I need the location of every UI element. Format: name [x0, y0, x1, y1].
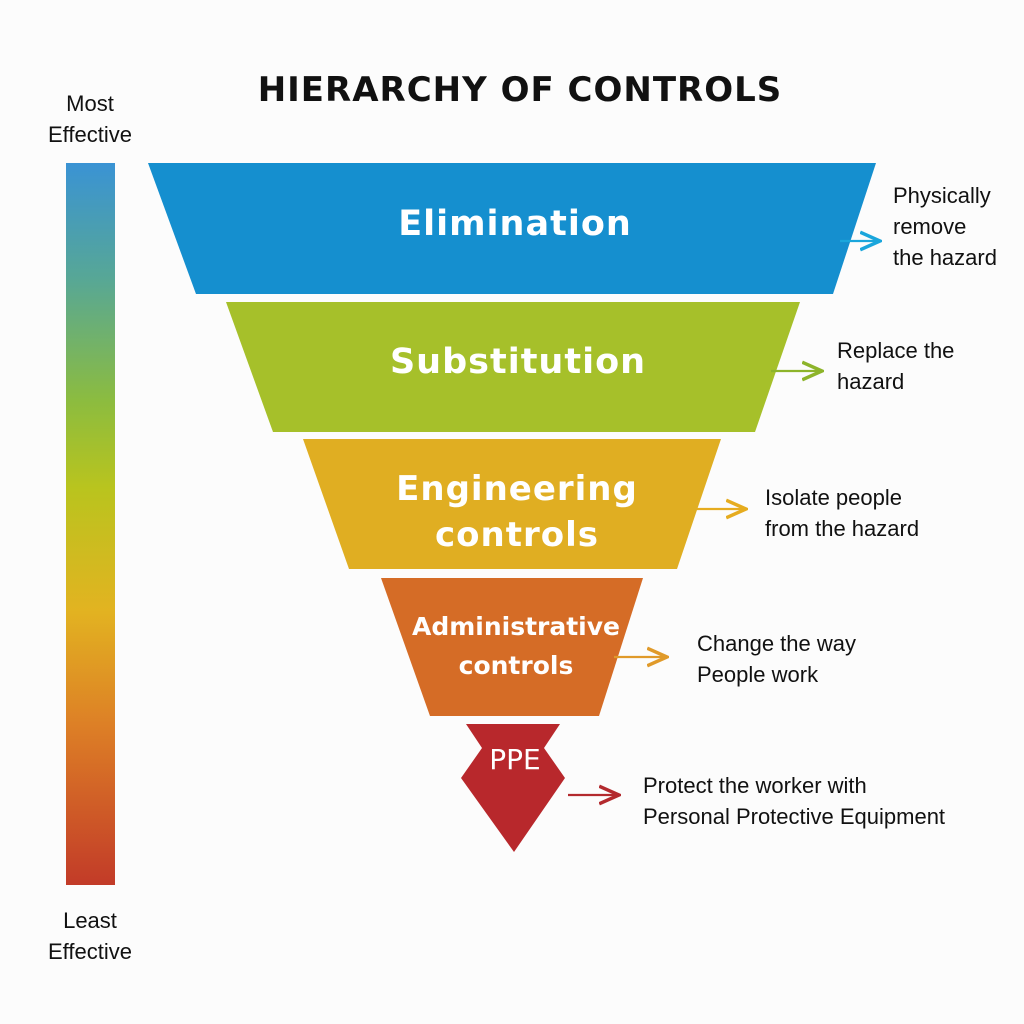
substitution-label: Substitution [389, 342, 647, 382]
elimination-band [148, 163, 876, 294]
administrative-label-line2: controls [458, 651, 574, 680]
administrative-label-line1: Administrative [411, 612, 621, 641]
administrative-desc-line2: People work [697, 662, 819, 687]
ppe-desc-line2: Personal Protective Equipment [643, 804, 946, 829]
effectiveness-gradient-bar [66, 163, 115, 885]
elimination-desc-line3: the hazard [893, 245, 997, 270]
least-effective-line1: Least [63, 908, 117, 933]
engineering-desc-line2: from the hazard [765, 516, 920, 541]
ppe-band [461, 724, 565, 852]
ppe-description: Protect the worker with Personal Protect… [643, 770, 945, 832]
elimination-desc-line2: remove [893, 214, 967, 239]
engineering-band [303, 439, 721, 569]
most-effective-label: Most Effective [30, 88, 150, 150]
ppe-desc-line1: Protect the worker with [643, 773, 867, 798]
engineering-description: Isolate people from the hazard [765, 482, 919, 544]
elimination-label: Elimination [398, 204, 632, 244]
most-effective-line2: Effective [48, 122, 132, 147]
diagram-title: HIERARCHY OF CONTROLS [257, 70, 783, 110]
administrative-band [381, 578, 643, 716]
engineering-label-line1: Engineering [396, 469, 638, 509]
most-effective-line1: Most [66, 91, 114, 116]
substitution-desc-line1: Replace the [837, 338, 955, 363]
engineering-label: Engineering controls [330, 466, 704, 558]
substitution-band [226, 302, 800, 432]
engineering-desc-line1: Isolate people [765, 485, 902, 510]
administrative-description: Change the way People work [697, 628, 856, 690]
administrative-label: Administrative controls [396, 607, 636, 685]
least-effective-line2: Effective [48, 939, 132, 964]
engineering-label-line2: controls [435, 515, 599, 555]
elimination-desc-line1: Physically [893, 183, 991, 208]
ppe-label: PPE [489, 743, 541, 776]
substitution-description: Replace the hazard [837, 335, 954, 397]
least-effective-label: Least Effective [30, 905, 150, 967]
administrative-desc-line1: Change the way [697, 631, 856, 656]
elimination-description: Physically remove the hazard [893, 180, 997, 273]
substitution-desc-line2: hazard [837, 369, 905, 394]
